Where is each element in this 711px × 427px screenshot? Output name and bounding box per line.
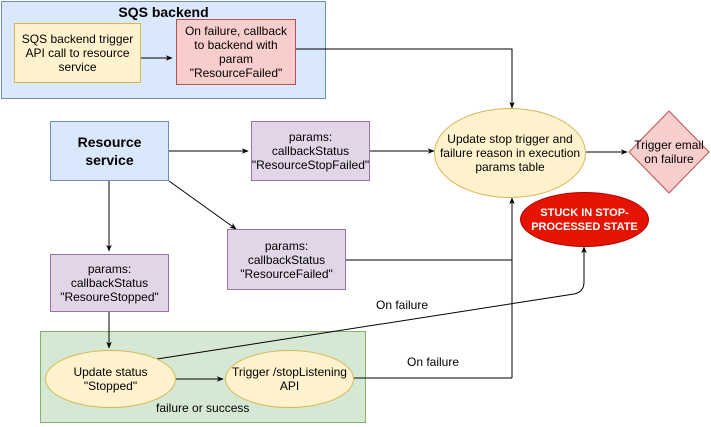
update-status-node: Update status "Stopped" bbox=[45, 350, 176, 408]
edge-resource-to-params-failed bbox=[168, 180, 237, 230]
edge-label-on-failure-2: On failure bbox=[407, 355, 460, 369]
edge-label-failure-or-success: failure or success bbox=[156, 401, 250, 415]
trigger-email-label: Trigger email on failure bbox=[634, 138, 704, 166]
sqs-trigger-node: SQS backend trigger API call to resource… bbox=[14, 23, 141, 83]
stuck-state-node: STUCK IN STOP- PROCESSED STATE bbox=[520, 192, 649, 247]
params-failed-node: params: callbackStatus "ResourceFailed" bbox=[227, 229, 346, 290]
resource-service-node: Resource service bbox=[50, 121, 169, 181]
edge-update-status-to-stuck bbox=[156, 246, 587, 360]
update-trigger-node: Update stop trigger and failure reason i… bbox=[434, 108, 586, 198]
edge-label-on-failure-1: On failure bbox=[376, 298, 429, 312]
edge-callback-to-update bbox=[296, 48, 515, 109]
sqs-backend-title: SQS backend bbox=[118, 4, 209, 20]
trigger-email-diamond bbox=[628, 110, 710, 194]
callback-failed-node: On failure, callback to backend with par… bbox=[176, 19, 296, 85]
params-stop-failed-node: params: callbackStatus "ResourceStopFail… bbox=[251, 121, 370, 181]
stop-listening-node: Trigger /stopListening API bbox=[225, 350, 354, 408]
params-stopped-node: params: callbackStatus "ResoureStopped" bbox=[50, 254, 169, 312]
